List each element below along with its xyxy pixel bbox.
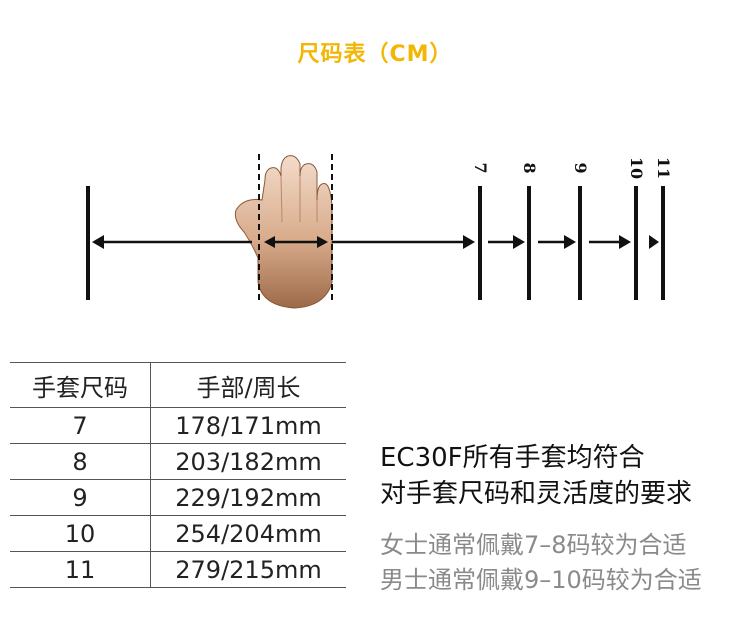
description-line-2: 对手套尺码和灵活度的要求 <box>380 479 693 509</box>
hand-icon <box>234 155 333 309</box>
table-row: 10 254/204mm <box>10 515 346 552</box>
size-label-11: 11 <box>654 157 673 179</box>
table-row: 9 229/192mm <box>10 479 346 516</box>
header-hand-circumference: 手部/周长 <box>196 373 301 402</box>
size-label-7: 7 <box>471 162 490 173</box>
hand-measurement-diagram: 7 8 9 10 11 <box>86 154 673 309</box>
note-women: 女士通常佩戴7–8码较为合适 <box>380 531 687 559</box>
description-line-1: EC30F所有手套均符合 <box>380 443 645 473</box>
page-title: 尺码表（CM） <box>297 42 453 67</box>
range-arrow-right <box>332 235 475 249</box>
range-arrow-left <box>92 235 252 249</box>
cell-size: 11 <box>10 551 151 588</box>
cell-measure: 229/192mm <box>175 483 322 512</box>
cell-size: 7 <box>10 407 151 444</box>
table-row: 11 279/215mm <box>10 551 346 588</box>
header-glove-size: 手套尺码 <box>10 362 151 408</box>
size-label-9: 9 <box>571 162 590 173</box>
size-label-10: 10 <box>627 157 646 179</box>
cell-measure: 178/171mm <box>175 411 322 440</box>
step-arrow-9-10 <box>589 235 631 249</box>
step-arrow-10-11 <box>649 235 659 249</box>
cell-measure: 203/182mm <box>175 447 322 476</box>
table-row: 7 178/171mm <box>10 407 346 444</box>
size-label-8: 8 <box>520 162 539 173</box>
palm-width-arrow <box>264 236 328 248</box>
table-header-row: 手套尺码 手部/周长 <box>10 362 346 408</box>
cell-measure: 254/204mm <box>175 519 322 548</box>
cell-size: 8 <box>10 443 151 480</box>
step-arrow-7-8 <box>488 235 525 249</box>
cell-measure: 279/215mm <box>175 555 322 584</box>
description: EC30F所有手套均符合 对手套尺码和灵活度的要求 <box>380 440 692 512</box>
usage-notes: 女士通常佩戴7–8码较为合适 男士通常佩戴9–10码较为合适 <box>380 528 702 598</box>
step-arrow-8-9 <box>538 235 576 249</box>
cell-size: 9 <box>10 479 151 516</box>
note-men: 男士通常佩戴9–10码较为合适 <box>380 566 702 594</box>
size-table: 手套尺码 手部/周长 7 178/171mm 8 203/182mm 9 229… <box>10 362 346 588</box>
table-row: 8 203/182mm <box>10 443 346 480</box>
cell-size: 10 <box>10 515 151 552</box>
